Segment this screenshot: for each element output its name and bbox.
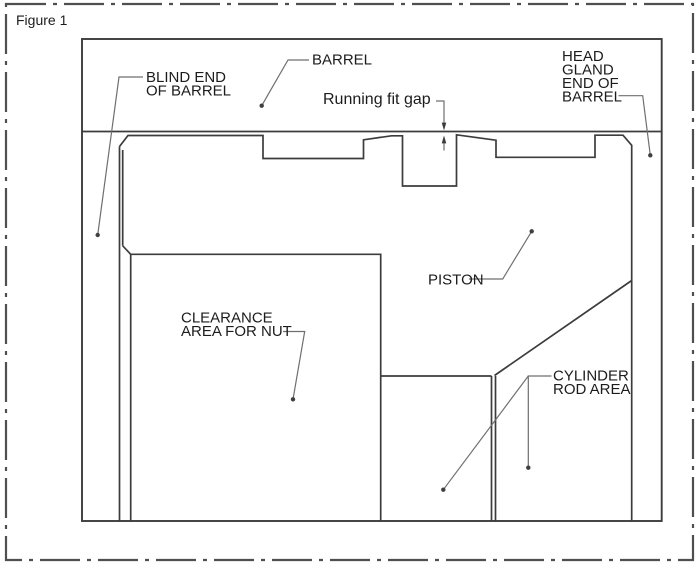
barrel-leader-dot	[259, 103, 264, 108]
cylinder-section-geometry	[81, 38, 663, 522]
running-fit-gap-label: Running fit gap	[323, 91, 431, 108]
figure-label: Figure 1	[16, 12, 68, 28]
gap-arrow-up-icon	[441, 135, 447, 144]
cylinder-rod-leader-dot-2	[441, 487, 446, 492]
head-gland-leader-dot	[648, 153, 653, 158]
blind-end-leader-line	[97, 76, 143, 236]
annotation-cylinder-rod: CYLINDER ROD AREA	[441, 368, 631, 492]
clearance-nut-label-line1: CLEARANCE	[181, 310, 273, 327]
barrel-outline	[81, 38, 663, 522]
annotation-piston: PISTON	[428, 229, 534, 289]
cylinder-rod-leader-dot-1	[526, 465, 531, 470]
head-gland-leader-line	[618, 95, 651, 156]
blind-end-leader-dot	[95, 232, 100, 238]
head-gland-label-line4: BARREL	[562, 89, 622, 106]
annotation-barrel: BARREL	[259, 52, 372, 108]
gap-arrow-down-icon	[441, 122, 447, 131]
clearance-nut-label-line2: AREA FOR NUT	[181, 323, 292, 340]
blind-end-label-line1: BLIND END	[146, 69, 226, 86]
piston-leader-line	[469, 230, 533, 280]
cylinder-rod-label-line2: ROD AREA	[553, 381, 631, 398]
cylinder-rod-leader-diagonal	[442, 375, 529, 491]
cylinder-rod-label-line1: CYLINDER	[553, 368, 629, 385]
blind-end-label-line2: OF BARREL	[146, 83, 231, 100]
clearance-nut-leader-line	[283, 330, 306, 400]
piston-leader-dot	[529, 229, 534, 234]
annotation-running-fit-gap: Running fit gap	[323, 91, 447, 151]
barrel-label: BARREL	[312, 52, 372, 69]
annotation-head-gland: HEAD GLAND END OF BARREL	[562, 48, 653, 158]
nut-clearance-outline	[122, 245, 382, 521]
rod-taper-line	[494, 279, 633, 377]
page-border-phantom-line	[4, 2, 695, 562]
barrel-leader-line	[261, 59, 309, 106]
annotation-clearance-nut: CLEARANCE AREA FOR NUT	[181, 310, 306, 402]
running-fit-gap-leader-line	[436, 100, 445, 123]
clearance-nut-leader-dot	[290, 397, 296, 402]
annotation-blind-end: BLIND END OF BARREL	[95, 69, 231, 238]
head-gland-label-line1: HEAD	[562, 48, 604, 65]
piston-profile	[118, 133, 633, 521]
piston-label: PISTON	[428, 272, 484, 289]
head-gland-label-line2: GLAND	[562, 62, 614, 79]
head-gland-label-line3: END OF	[562, 75, 619, 92]
